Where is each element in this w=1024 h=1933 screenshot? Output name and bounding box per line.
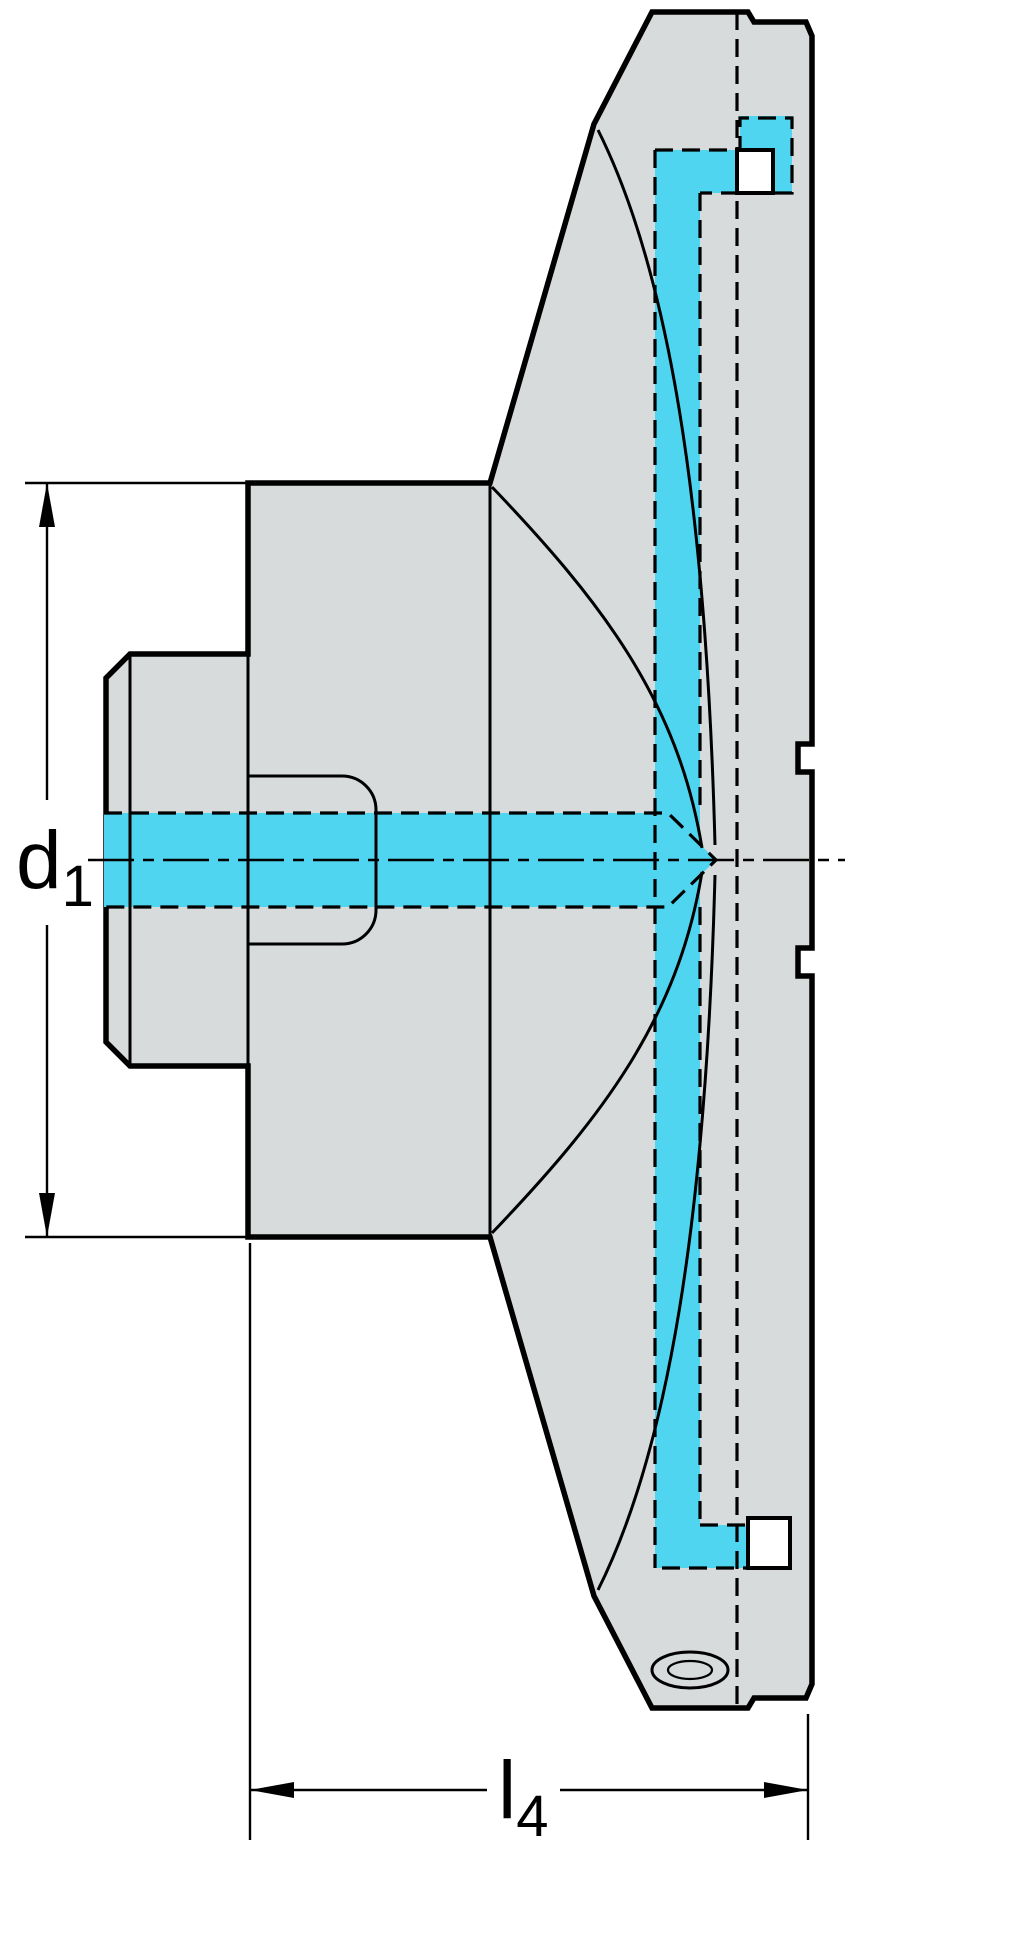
coolant-channels — [104, 116, 792, 1568]
cone-bore-curve-top — [490, 485, 704, 849]
d1-label: d1 — [16, 815, 94, 919]
d1-arrow-up — [39, 483, 55, 527]
dimension-l4: l4 — [248, 1243, 810, 1849]
cone-bore-curve-bottom — [490, 871, 704, 1235]
l4-arrow-left — [250, 1782, 294, 1798]
coolant-top-branch-outline — [655, 116, 794, 195]
coolant-top-step — [740, 116, 792, 150]
plugs — [735, 148, 792, 1570]
l4-arrow-right — [764, 1782, 808, 1798]
set-screw-outline — [650, 1650, 730, 1690]
set-screw-inner — [666, 1659, 714, 1681]
l4-label: l4 — [498, 1745, 548, 1849]
cone-outer-curve-bottom — [596, 874, 717, 1591]
dimension-d1: d1 — [16, 481, 246, 1239]
coolant-plug-top — [735, 148, 775, 195]
d1-arrow-down — [39, 1193, 55, 1237]
coolant-plug-bottom — [746, 1516, 792, 1570]
cone-outer-curve-top — [596, 129, 717, 846]
